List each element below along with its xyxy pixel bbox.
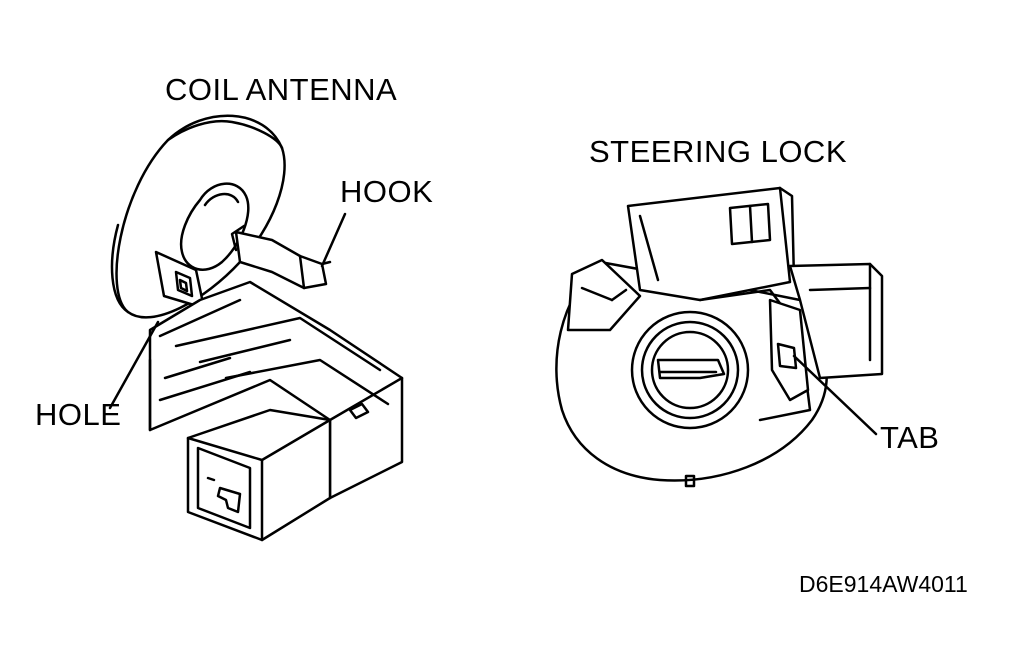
steering-lock-drawing	[555, 186, 884, 488]
figure-code: D6E914AW4011	[799, 571, 968, 597]
hook-leader-line	[320, 212, 347, 268]
hole-leader-line	[108, 320, 160, 410]
tab-leader-line	[792, 354, 878, 436]
hole-label: HOLE	[35, 397, 122, 432]
tab-label: TAB	[880, 420, 940, 455]
steering-lock-label: STEERING LOCK	[589, 134, 847, 169]
coil-antenna-label: COIL ANTENNA	[165, 72, 398, 107]
hook-label: HOOK	[340, 174, 434, 209]
coil-antenna-drawing	[110, 114, 404, 542]
